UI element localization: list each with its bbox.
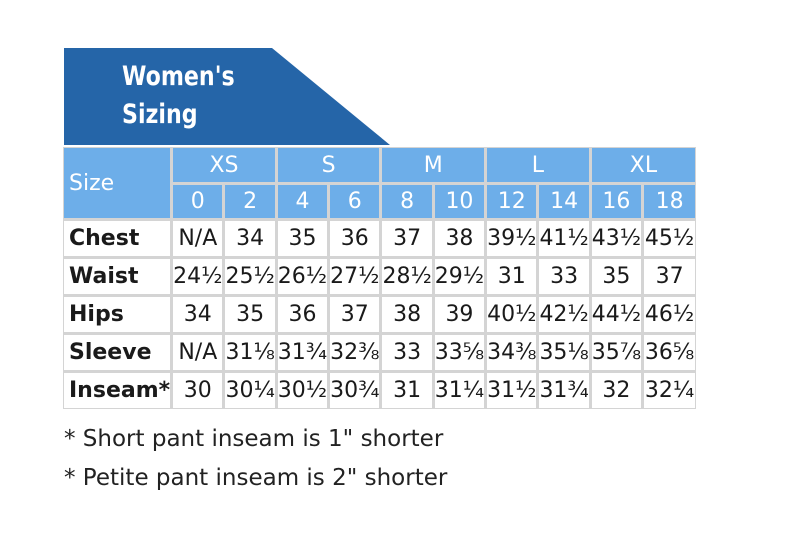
table-cell: 31½ xyxy=(487,373,540,408)
row-label: Inseam* xyxy=(64,373,174,408)
table-cell: 31 xyxy=(382,373,435,408)
table-cell: 34 xyxy=(173,297,226,335)
size-group-cell: L xyxy=(487,148,592,185)
table-cell: 34 xyxy=(225,221,278,259)
table-cell: 43½ xyxy=(591,221,645,259)
table-row-waist: Waist 24½ 25½ 26½ 27½ 28½ 29½ 31 33 35 3… xyxy=(64,259,696,297)
table-cell: 31¾ xyxy=(539,373,592,408)
table-cell: 38 xyxy=(382,297,435,335)
table-cell: 45½ xyxy=(644,221,696,259)
numeric-size-cell: 16 xyxy=(591,185,645,221)
numeric-size-cell: 6 xyxy=(330,185,383,221)
size-header-cell: Size xyxy=(64,148,174,221)
title-line-1: Women's xyxy=(122,61,235,92)
table-cell: 31¼ xyxy=(434,373,488,408)
table-cell: 33 xyxy=(539,259,592,297)
table-cell: 30¾ xyxy=(330,373,383,408)
numeric-size-row: 0 2 4 6 8 10 12 14 16 18 xyxy=(64,185,696,221)
table-cell: 25½ xyxy=(225,259,278,297)
size-chart-table: Size XS S M L XL 0 2 4 6 8 10 12 14 16 1… xyxy=(63,147,697,409)
table-cell: 35 xyxy=(277,221,331,259)
row-label: Sleeve xyxy=(64,335,174,373)
table-cell: 39½ xyxy=(487,221,540,259)
table-cell: 28½ xyxy=(382,259,435,297)
table-cell: 37 xyxy=(382,221,435,259)
table-row-inseam: Inseam* 30 30¼ 30½ 30¾ 31 31¼ 31½ 31¾ 32… xyxy=(64,373,696,408)
table-cell: 41½ xyxy=(539,221,592,259)
table-cell: 33 xyxy=(382,335,435,373)
numeric-size-cell: 18 xyxy=(644,185,696,221)
table-row-chest: Chest N/A 34 35 36 37 38 39½ 41½ 43½ 45½ xyxy=(64,221,696,259)
table-cell: 30½ xyxy=(277,373,331,408)
table-cell: 36⅝ xyxy=(644,335,696,373)
table-cell: 35⅛ xyxy=(539,335,592,373)
table-cell: 31 xyxy=(487,259,540,297)
table-cell: 32¼ xyxy=(644,373,696,408)
title-banner-polygon xyxy=(64,48,390,145)
table-cell: 36 xyxy=(277,297,331,335)
table-cell: 31⅛ xyxy=(225,335,278,373)
size-group-cell: XL xyxy=(591,148,696,185)
table-row-hips: Hips 34 35 36 37 38 39 40½ 42½ 44½ 46½ xyxy=(64,297,696,335)
title-line-2: Sizing xyxy=(122,99,198,130)
table-cell: 32 xyxy=(591,373,645,408)
table-cell: 30¼ xyxy=(225,373,278,408)
table-cell: 46½ xyxy=(644,297,696,335)
row-label: Waist xyxy=(64,259,174,297)
numeric-size-cell: 4 xyxy=(277,185,331,221)
table-cell: 42½ xyxy=(539,297,592,335)
row-label: Hips xyxy=(64,297,174,335)
table-cell: 38 xyxy=(434,221,488,259)
table-cell: 26½ xyxy=(277,259,331,297)
numeric-size-cell: 0 xyxy=(173,185,226,221)
numeric-size-cell: 2 xyxy=(225,185,278,221)
footnote-short-pant: * Short pant inseam is 1" shorter xyxy=(64,426,444,452)
table-cell: 34⅜ xyxy=(487,335,540,373)
title-banner-shape xyxy=(64,48,390,145)
numeric-size-cell: 12 xyxy=(487,185,540,221)
table-cell: 31¾ xyxy=(277,335,331,373)
title-banner: Women's Sizing xyxy=(64,48,390,145)
table-cell: 29½ xyxy=(434,259,488,297)
table-cell: 40½ xyxy=(487,297,540,335)
numeric-size-cell: 8 xyxy=(382,185,435,221)
table-cell: N/A xyxy=(173,221,226,259)
table-cell: 37 xyxy=(330,297,383,335)
table-cell: 44½ xyxy=(591,297,645,335)
table-cell: 37 xyxy=(644,259,696,297)
footnote-petite-pant: * Petite pant inseam is 2" shorter xyxy=(64,465,448,491)
row-label: Chest xyxy=(64,221,174,259)
table-cell: 35 xyxy=(591,259,645,297)
size-group-cell: M xyxy=(382,148,488,185)
table-cell: 36 xyxy=(330,221,383,259)
page-title: Women's Sizing xyxy=(122,58,235,134)
table-cell: 24½ xyxy=(173,259,226,297)
table-cell: 35⅞ xyxy=(591,335,645,373)
size-group-row: Size XS S M L XL xyxy=(64,148,696,221)
table-cell: 27½ xyxy=(330,259,383,297)
table-cell: 30 xyxy=(173,373,226,408)
size-group-cell: XS xyxy=(173,148,278,185)
numeric-size-cell: 10 xyxy=(434,185,488,221)
numeric-size-cell: 14 xyxy=(539,185,592,221)
table-cell: 39 xyxy=(434,297,488,335)
table-cell: N/A xyxy=(173,335,226,373)
table-cell: 33⅝ xyxy=(434,335,488,373)
table-cell: 35 xyxy=(225,297,278,335)
table-cell: 32⅜ xyxy=(330,335,383,373)
table-row-sleeve: Sleeve N/A 31⅛ 31¾ 32⅜ 33 33⅝ 34⅜ 35⅛ 35… xyxy=(64,335,696,373)
size-group-cell: S xyxy=(277,148,383,185)
